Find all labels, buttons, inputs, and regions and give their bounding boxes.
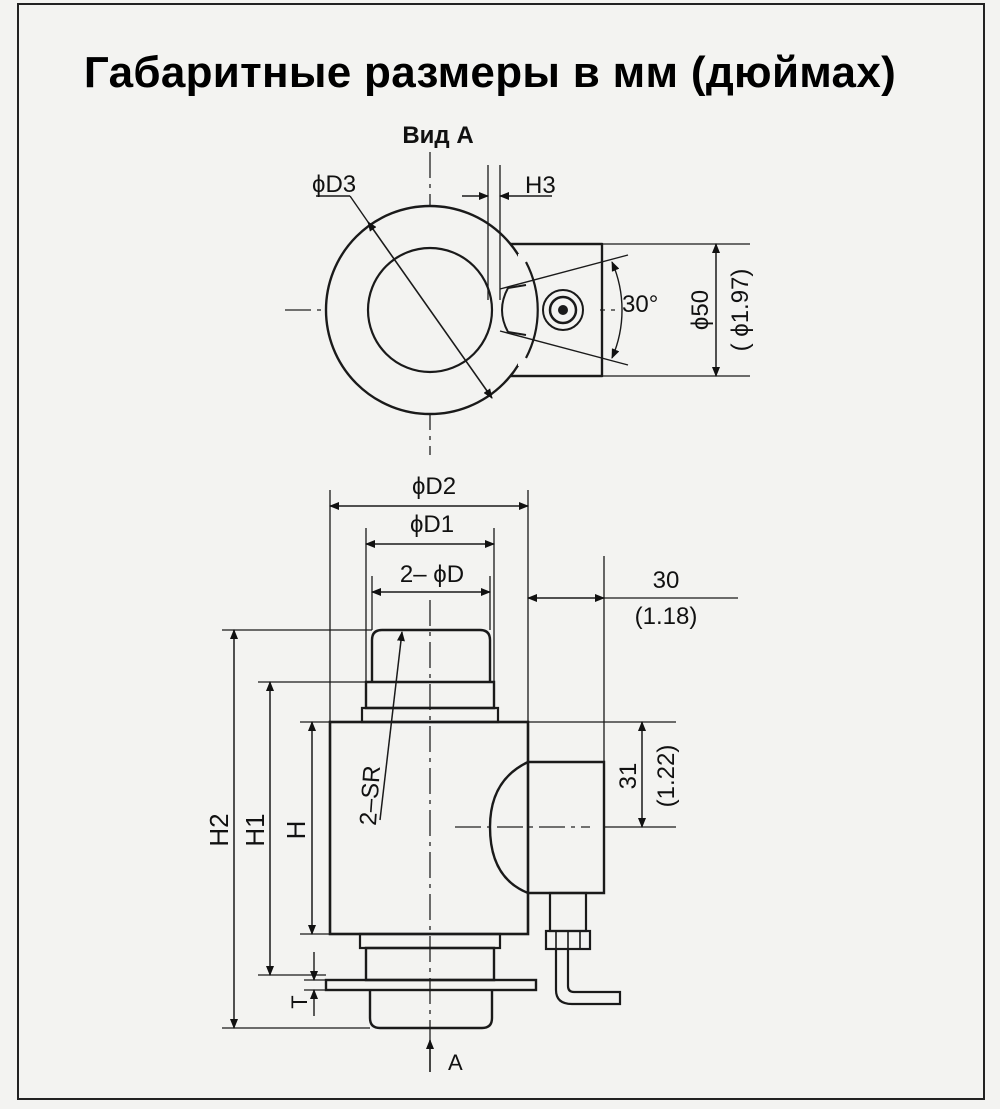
top-view: Вид А 30° <box>285 122 754 455</box>
width-inch-label: ( ϕ1.97) <box>727 269 754 352</box>
angle-label: 30° <box>622 291 658 318</box>
h-label: H <box>281 821 311 840</box>
side-connector-dome <box>488 760 555 895</box>
angle-arc <box>611 261 623 359</box>
page-title: Габаритные размеры в мм (дюймах) <box>83 48 897 97</box>
base-plate <box>324 978 538 992</box>
offset-label: 30 <box>653 567 680 594</box>
d-label: 2– ϕD <box>400 561 464 588</box>
conn-height-label: 31 <box>615 763 642 790</box>
sr-label: 2–SR <box>355 765 386 827</box>
lower-ring <box>358 932 502 950</box>
view-a-arrow-label: A <box>448 1050 463 1075</box>
angle-line-upper <box>499 254 629 290</box>
view-a-label: Вид А <box>402 122 473 149</box>
d3-label: ϕD3 <box>312 171 356 198</box>
sr-leader <box>379 631 405 821</box>
cable <box>554 949 622 1006</box>
h2-label: H2 <box>204 813 234 846</box>
d1-label: ϕD1 <box>410 511 454 538</box>
d2-label: ϕD2 <box>412 473 456 500</box>
bottom-cap <box>368 990 494 1030</box>
gland-center <box>558 305 568 315</box>
t-label: T <box>287 995 312 1008</box>
cable-notch <box>501 284 527 336</box>
top-cap <box>370 628 492 682</box>
angle-line-lower <box>499 330 629 366</box>
width-label: ϕ50 <box>687 290 714 330</box>
sheet-border <box>17 3 985 1100</box>
main-body <box>328 720 530 936</box>
conn-height-inch-label: (1.22) <box>653 745 680 808</box>
h1-label: H1 <box>240 813 270 846</box>
side-view: ϕD2 ϕD1 2– ϕD 30 (1.18) 31 (1.22) <box>204 473 738 1075</box>
h3-label: H3 <box>525 172 556 199</box>
gland-inner <box>548 295 578 325</box>
gland-outer <box>542 289 584 331</box>
cable-gland <box>548 891 588 933</box>
d3-dimension-line <box>367 221 493 399</box>
offset-inch-label: (1.18) <box>635 603 698 630</box>
